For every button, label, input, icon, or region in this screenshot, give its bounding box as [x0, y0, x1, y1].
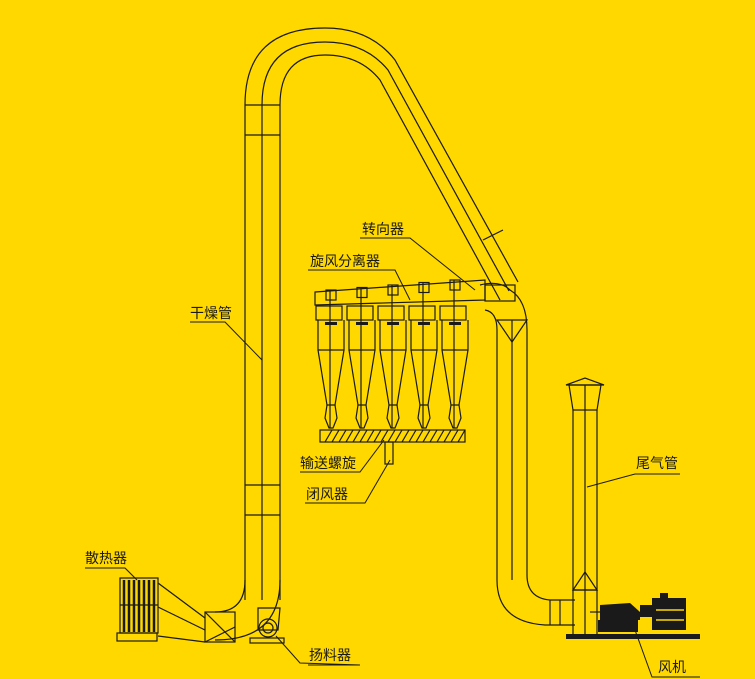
cyclone: [439, 279, 469, 429]
hatch-line: [450, 429, 459, 443]
label-radiator: 散热器: [85, 551, 127, 567]
hatch-line: [408, 429, 417, 443]
label-fan: 风机: [658, 660, 686, 676]
leader-lines: [85, 237, 700, 678]
hatch-line: [401, 429, 410, 443]
hatch-line: [324, 429, 333, 443]
hatch-line: [443, 429, 452, 443]
label-turner: 转向器: [362, 222, 404, 238]
label-drying-tube: 干燥管: [190, 306, 232, 322]
hatch-line: [457, 429, 466, 443]
material-lifter: [249, 607, 285, 644]
hatch-line: [359, 429, 368, 443]
hatch-line: [373, 429, 382, 443]
radiator: [116, 577, 206, 643]
hatch-line: [338, 429, 347, 443]
return-pipe: [479, 282, 575, 626]
hatch-line: [380, 429, 389, 443]
hatch-line: [387, 429, 396, 443]
hatch-line: [415, 429, 424, 443]
cyclone-manifold: [314, 279, 486, 306]
hatch-line: [352, 429, 361, 443]
screw-conveyor: [319, 429, 466, 465]
label-airlock: 闭风器: [306, 487, 348, 503]
hatch-line: [331, 429, 340, 443]
hatch-line: [345, 429, 354, 443]
exhaust-pipe: [565, 377, 605, 636]
hatch-line: [366, 429, 375, 443]
cyclone: [315, 289, 345, 429]
hatch-line: [394, 429, 403, 443]
label-cyclone-separator: 旋风分离器: [310, 253, 380, 270]
hatch-line: [429, 429, 438, 443]
cyclone-separators: [314, 279, 486, 429]
hatch-line: [436, 429, 445, 443]
cyclone: [377, 284, 407, 429]
cyclone: [346, 286, 376, 429]
cyclone: [408, 281, 438, 429]
label-screw-conveyor: 输送螺旋: [300, 456, 356, 472]
label-exhaust-pipe: 尾气管: [636, 456, 678, 472]
fan-unit: [566, 593, 700, 639]
hatch-line: [422, 429, 431, 443]
drying-tube: [244, 27, 519, 600]
label-lifter: 扬料器: [309, 648, 351, 664]
